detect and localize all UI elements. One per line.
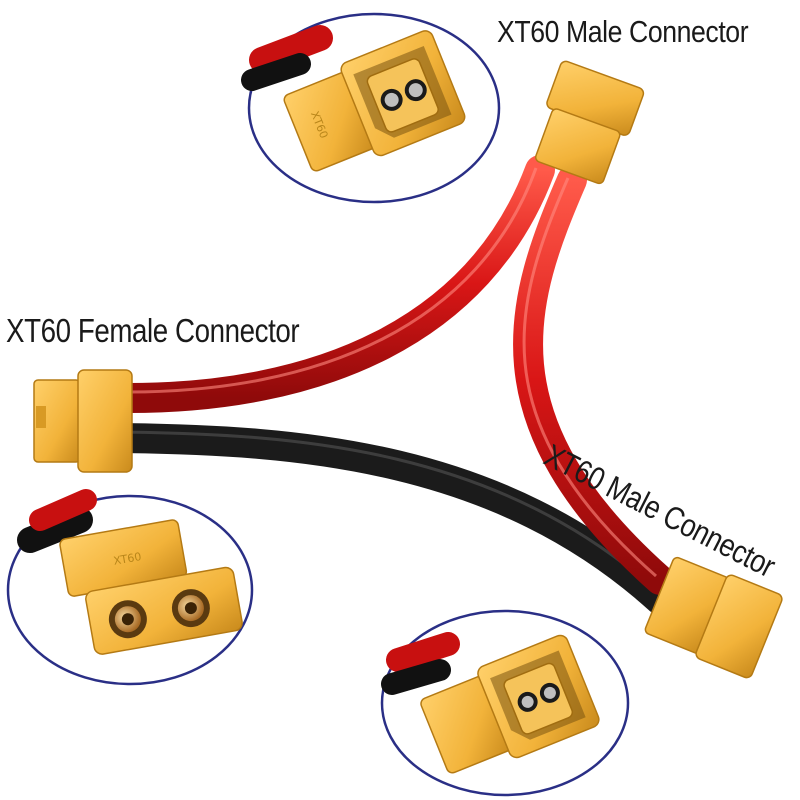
emboss-text: XT60 [112,550,142,568]
callout-top-male: XT60 [241,12,501,204]
wire-black [241,53,311,91]
callout-female: XT60 [6,489,254,686]
wire-black [381,659,451,695]
male-connector-closeup [420,634,600,774]
label-top-male-connector: XT60 Male Connector [497,14,749,49]
wire-red [249,25,333,73]
y-cable [105,155,675,615]
wire-red [386,632,460,672]
female-connector [33,369,133,473]
wire-black-main [105,423,675,615]
label-female-connector: XT60 Female Connector [6,312,300,349]
wire-red-main [105,155,555,414]
male-connector-closeup: XT60 [283,30,466,172]
bottom-male-connector [644,556,783,679]
callout-bottom-male [380,609,630,797]
wire-red [29,489,97,531]
female-connector-closeup: XT60 [59,519,243,655]
wire-black [17,507,93,553]
top-male-connector [534,60,645,185]
